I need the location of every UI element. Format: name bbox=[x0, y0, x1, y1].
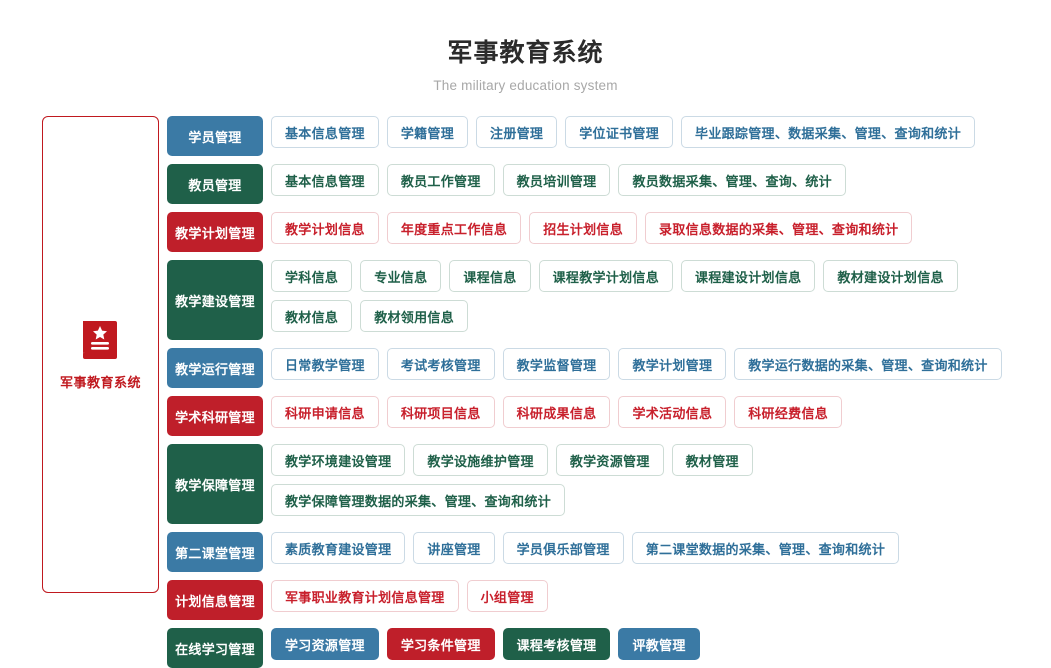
page-subtitle: The military education system bbox=[433, 78, 618, 93]
item-list-teaching-plan-management: 教学计划信息 年度重点工作信息 招生计划信息 录取信息数据的采集、管理、查询和统… bbox=[271, 212, 1051, 252]
item-button[interactable]: 教员工作管理 bbox=[386, 164, 495, 196]
row-teaching-construction-management: 教学建设管理 学科信息 专业信息 课程信息 课程教学计划信息 课程建设计划信息 … bbox=[167, 260, 1051, 340]
item-button[interactable]: 基本信息管理 bbox=[271, 116, 379, 148]
row-plan-information-management: 计划信息管理 军事职业教育计划信息管理 小组管理 bbox=[167, 580, 1051, 620]
item-button[interactable]: 注册管理 bbox=[476, 116, 558, 148]
item-button[interactable]: 教学计划管理 bbox=[618, 348, 727, 380]
item-button[interactable]: 课程建设计划信息 bbox=[681, 260, 816, 292]
item-list-student-management: 基本信息管理 学籍管理 注册管理 学位证书管理 毕业跟踪管理、数据采集、管理、查… bbox=[271, 116, 1051, 156]
item-button[interactable]: 专业信息 bbox=[360, 260, 442, 292]
row-online-learning-management: 在线学习管理 学习资源管理 学习条件管理 课程考核管理 评教管理 bbox=[167, 628, 1051, 668]
item-button[interactable]: 教学监督管理 bbox=[502, 348, 611, 380]
item-button[interactable]: 课程教学计划信息 bbox=[538, 260, 674, 292]
page-title: 军事教育系统 bbox=[447, 39, 604, 67]
category-label-online-learning-management[interactable]: 在线学习管理 bbox=[167, 628, 263, 668]
category-label-second-classroom-management[interactable]: 第二课堂管理 bbox=[167, 532, 263, 572]
item-button[interactable]: 教材管理 bbox=[671, 444, 753, 476]
row-teaching-operation-management: 教学运行管理 日常教学管理 考试考核管理 教学监督管理 教学计划管理 教学运行数… bbox=[167, 348, 1051, 388]
category-label-teacher-management[interactable]: 教员管理 bbox=[167, 164, 263, 204]
item-button[interactable]: 课程信息 bbox=[449, 260, 531, 292]
item-button[interactable]: 教学资源管理 bbox=[555, 444, 664, 476]
category-label-teaching-operation-management[interactable]: 教学运行管理 bbox=[167, 348, 263, 388]
item-button[interactable]: 教学保障管理数据的采集、管理、查询和统计 bbox=[271, 484, 566, 516]
item-button[interactable]: 毕业跟踪管理、数据采集、管理、查询和统计 bbox=[681, 116, 976, 148]
item-button[interactable]: 年度重点工作信息 bbox=[386, 212, 522, 244]
item-button[interactable]: 素质教育建设管理 bbox=[271, 532, 406, 564]
category-label-academic-research-management[interactable]: 学术科研管理 bbox=[167, 396, 263, 436]
sidebar-brand[interactable]: 军事教育系统 bbox=[60, 319, 141, 391]
item-button[interactable]: 教材建设计划信息 bbox=[823, 260, 958, 292]
item-button[interactable]: 学位证书管理 bbox=[565, 116, 674, 148]
category-label-student-management[interactable]: 学员管理 bbox=[167, 116, 263, 156]
page-content: 军事教育系统 学员管理 基本信息管理 学籍管理 注册管理 学位证书管理 毕业跟踪… bbox=[0, 93, 1051, 668]
item-button[interactable]: 评教管理 bbox=[618, 628, 700, 660]
item-button[interactable]: 录取信息数据的采集、管理、查询和统计 bbox=[645, 212, 913, 244]
item-list-online-learning-management: 学习资源管理 学习条件管理 课程考核管理 评教管理 bbox=[271, 628, 1051, 668]
category-label-teaching-construction-management[interactable]: 教学建设管理 bbox=[167, 260, 263, 340]
item-button[interactable]: 讲座管理 bbox=[413, 532, 495, 564]
row-student-management: 学员管理 基本信息管理 学籍管理 注册管理 学位证书管理 毕业跟踪管理、数据采集… bbox=[167, 116, 1051, 156]
item-button[interactable]: 课程考核管理 bbox=[502, 628, 611, 660]
item-button[interactable]: 科研成果信息 bbox=[502, 396, 611, 428]
category-label-plan-information-management[interactable]: 计划信息管理 bbox=[167, 580, 263, 620]
row-teacher-management: 教员管理 基本信息管理 教员工作管理 教员培训管理 教员数据采集、管理、查询、统… bbox=[167, 164, 1051, 204]
item-button[interactable]: 教员培训管理 bbox=[502, 164, 611, 196]
item-list-teaching-construction-management: 学科信息 专业信息 课程信息 课程教学计划信息 课程建设计划信息 教材建设计划信… bbox=[271, 260, 1051, 340]
item-list-academic-research-management: 科研申请信息 科研项目信息 科研成果信息 学术活动信息 科研经费信息 bbox=[271, 396, 1051, 436]
item-button[interactable]: 教学运行数据的采集、管理、查询和统计 bbox=[734, 348, 1002, 380]
item-button[interactable]: 科研经费信息 bbox=[734, 396, 843, 428]
item-button[interactable]: 教学计划信息 bbox=[271, 212, 379, 244]
item-button[interactable]: 科研申请信息 bbox=[271, 396, 379, 428]
item-button[interactable]: 第二课堂数据的采集、管理、查询和统计 bbox=[631, 532, 900, 564]
item-list-plan-information-management: 军事职业教育计划信息管理 小组管理 bbox=[271, 580, 1051, 620]
item-button[interactable]: 科研项目信息 bbox=[386, 396, 495, 428]
sidebar-panel: 军事教育系统 bbox=[42, 116, 159, 593]
item-button[interactable]: 学习资源管理 bbox=[271, 628, 379, 660]
item-list-teacher-management: 基本信息管理 教员工作管理 教员培训管理 教员数据采集、管理、查询、统计 bbox=[271, 164, 1051, 204]
item-list-teaching-operation-management: 日常教学管理 考试考核管理 教学监督管理 教学计划管理 教学运行数据的采集、管理… bbox=[271, 348, 1051, 388]
book-star-icon bbox=[79, 319, 121, 363]
category-label-teaching-support-management[interactable]: 教学保障管理 bbox=[167, 444, 263, 524]
item-button[interactable]: 基本信息管理 bbox=[271, 164, 379, 196]
item-button[interactable]: 教学设施维护管理 bbox=[413, 444, 548, 476]
item-list-second-classroom-management: 素质教育建设管理 讲座管理 学员俱乐部管理 第二课堂数据的采集、管理、查询和统计 bbox=[271, 532, 1051, 572]
item-button[interactable]: 教员数据采集、管理、查询、统计 bbox=[618, 164, 846, 196]
item-button[interactable]: 招生计划信息 bbox=[529, 212, 638, 244]
category-rows: 学员管理 基本信息管理 学籍管理 注册管理 学位证书管理 毕业跟踪管理、数据采集… bbox=[167, 116, 1051, 668]
item-button[interactable]: 学籍管理 bbox=[386, 116, 469, 148]
item-button[interactable]: 教材信息 bbox=[271, 300, 353, 332]
item-button[interactable]: 军事职业教育计划信息管理 bbox=[271, 580, 459, 612]
category-label-teaching-plan-management[interactable]: 教学计划管理 bbox=[167, 212, 263, 252]
item-list-teaching-support-management: 教学环境建设管理 教学设施维护管理 教学资源管理 教材管理 教学保障管理数据的采… bbox=[271, 444, 1051, 524]
item-button[interactable]: 日常教学管理 bbox=[271, 348, 379, 380]
item-button[interactable]: 教材领用信息 bbox=[360, 300, 469, 332]
item-button[interactable]: 学员俱乐部管理 bbox=[502, 532, 624, 564]
row-second-classroom-management: 第二课堂管理 素质教育建设管理 讲座管理 学员俱乐部管理 第二课堂数据的采集、管… bbox=[167, 532, 1051, 572]
row-teaching-plan-management: 教学计划管理 教学计划信息 年度重点工作信息 招生计划信息 录取信息数据的采集、… bbox=[167, 212, 1051, 252]
page-header: 军事教育系统 The military education system bbox=[0, 0, 1051, 93]
item-button[interactable]: 小组管理 bbox=[466, 580, 548, 612]
row-academic-research-management: 学术科研管理 科研申请信息 科研项目信息 科研成果信息 学术活动信息 科研经费信… bbox=[167, 396, 1051, 436]
item-button[interactable]: 教学环境建设管理 bbox=[271, 444, 406, 476]
item-button[interactable]: 学科信息 bbox=[271, 260, 353, 292]
item-button[interactable]: 学术活动信息 bbox=[618, 396, 727, 428]
item-button[interactable]: 考试考核管理 bbox=[386, 348, 495, 380]
sidebar-brand-label: 军事教育系统 bbox=[59, 374, 141, 390]
row-teaching-support-management: 教学保障管理 教学环境建设管理 教学设施维护管理 教学资源管理 教材管理 教学保… bbox=[167, 444, 1051, 524]
item-button[interactable]: 学习条件管理 bbox=[386, 628, 495, 660]
